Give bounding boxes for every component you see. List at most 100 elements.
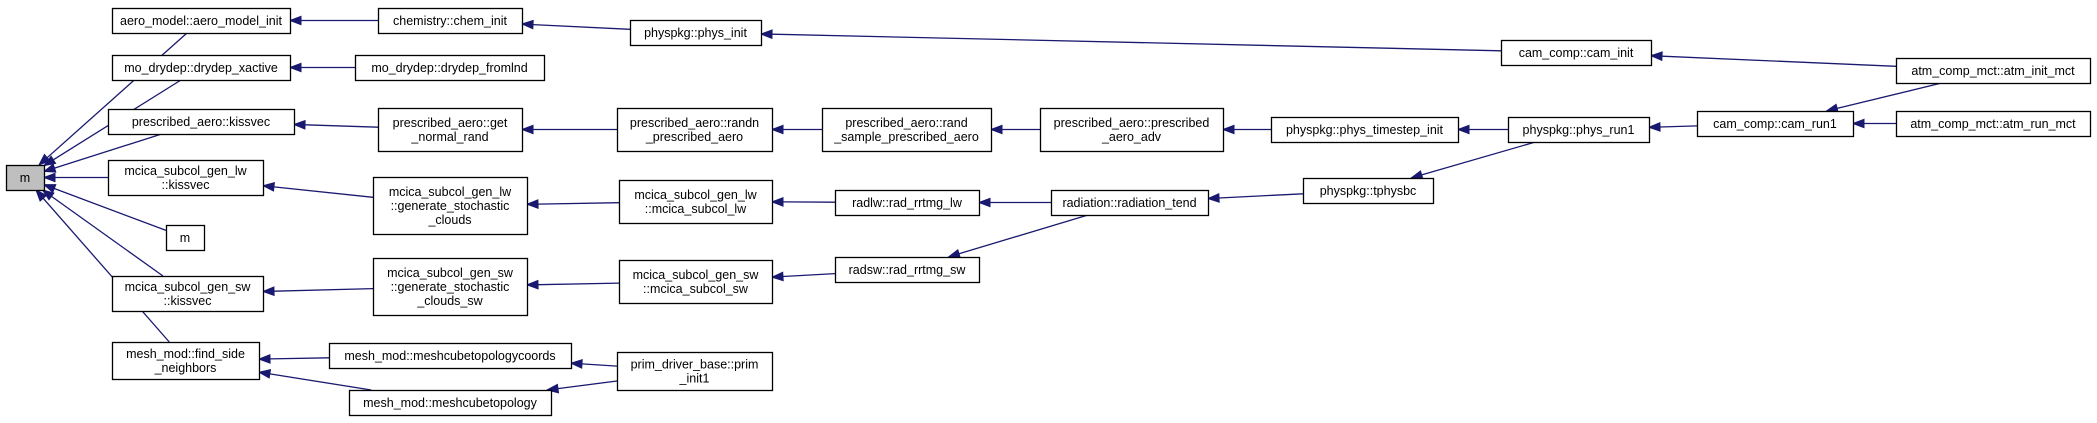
arrowhead-prescribed_aero_adv-to-rand_sample_prescribed_aero [989,124,1003,135]
node-label: mcica_subcol_gen_lw [389,185,512,199]
node-box [377,7,524,35]
node-label: atm_comp_mct::atm_run_mct [1910,117,2076,131]
arrowhead-radiation_tend-to-rad_rrtmg_sw [947,248,961,259]
node-box [354,54,546,82]
node-rad-rrtmg-lw[interactable]: radlw::rad_rrtmg_lw [834,189,981,217]
node-sw-generate[interactable]: mcica_subcol_gen_sw::generate_stochastic… [372,257,529,317]
node-label: prescribed_aero::prescribed [1054,116,1210,130]
edge-sw_generate-to-sw_kissvec [273,287,374,292]
node-lw-generate[interactable]: mcica_subcol_gen_lw::generate_stochastic… [372,176,529,236]
node-meshcubetopology[interactable]: mesh_mod::meshcubetopology [348,389,553,417]
node-box [1039,107,1225,153]
edge-prim_init1-to-meshcubetopologycoords [581,363,618,367]
node-meshcubetopologycoords[interactable]: mesh_mod::meshcubetopologycoords [328,342,573,370]
edge-phys_run1-to-tphysbc [1421,141,1536,176]
arrowhead-chem_init-to-aero_model_init [288,15,302,26]
arrowhead-cam_run1-to-phys_run1 [1647,122,1661,132]
edge-aero_model_init-to-m [46,32,188,159]
node-radiation-tend[interactable]: radiation::radiation_tend [1050,189,1210,217]
node-lw-mcica[interactable]: mcica_subcol_gen_lw::mcica_subcol_lw [618,179,774,225]
node-box [834,256,981,284]
node-box [111,275,265,313]
node-label: atm_comp_mct::atm_init_mct [1911,64,2075,78]
node-label: mcica_subcol_gen_sw [387,266,514,280]
node-drydep-xactive[interactable]: mo_drydep::drydep_xactive [111,54,292,82]
node-label: m [180,231,190,245]
node-box [107,108,296,136]
node-find-side-neighbors[interactable]: mesh_mod::find_side_neighbors [111,341,261,381]
edge-atm_init_mct-to-cam_init [1661,55,1897,67]
node-label: ::kissvec [164,294,212,308]
node-label: mo_drydep::drydep_xactive [124,61,278,75]
node-box [1895,57,2092,85]
node-atm-init-mct[interactable]: atm_comp_mct::atm_init_mct [1895,57,2092,85]
node-box [1895,110,2092,138]
arrowhead-rad_rrtmg_lw-to-lw_mcica [770,196,784,207]
node-chem-init[interactable]: chemistry::chem_init [377,7,524,35]
node-lw-kissvec[interactable]: mcica_subcol_gen_lw::kissvec [107,159,265,197]
arrowhead-lw_generate-to-lw_kissvec [261,182,275,192]
node-box [1270,116,1460,144]
node-label: radlw::rad_rrtmg_lw [852,196,963,210]
node-label: mcica_subcol_gen_lw [124,164,247,178]
node-cam-init[interactable]: cam_comp::cam_init [1500,39,1653,67]
node-box [1507,116,1651,144]
arrowhead-randn_prescribed_aero-to-get_normal_rand [520,124,534,135]
arrowhead-atm_init_mct-to-cam_init [1649,51,1663,62]
node-cam-run1[interactable]: cam_comp::cam_run1 [1696,110,1855,138]
node-label: prescribed_aero::get [393,116,508,130]
arrowhead-cam_init-to-phys_init [759,29,773,40]
edge-pa_kissvec-to-m [54,133,162,169]
node-label: _neighbors [154,361,217,375]
node-get-normal-rand[interactable]: prescribed_aero::get_normal_rand [377,107,524,153]
node-sw-kissvec[interactable]: mcica_subcol_gen_sw::kissvec [111,275,265,313]
node-box [616,351,774,392]
node-drydep-fromlnd[interactable]: mo_drydep::drydep_fromlnd [354,54,546,82]
nodes: m aero_model::aero_model_init chemistry::c… [5,7,2092,417]
node-rand-sample-prescribed-aero[interactable]: prescribed_aero::rand_sample_prescribed_… [821,107,993,153]
node-prescribed-aero-adv[interactable]: prescribed_aero::prescribed_aero_adv [1039,107,1225,153]
node-rad-rrtmg-sw[interactable]: radsw::rad_rrtmg_sw [834,256,981,284]
node-atm-run-mct[interactable]: atm_comp_mct::atm_run_mct [1895,110,2092,138]
node-label: prescribed_aero::randn [630,116,759,130]
node-randn-prescribed-aero[interactable]: prescribed_aero::randn_prescribed_aero [616,107,774,153]
node-label: physpkg::tphysbc [1320,184,1417,198]
node-phys-init[interactable]: physpkg::phys_init [629,19,763,47]
node-box [1500,39,1653,67]
arrowhead-get_normal_rand-to-pa_kissvec [292,119,306,130]
arrowhead-find_side_neighbors-to-m [35,188,48,202]
node-label: m [20,171,30,185]
node-box [5,164,46,192]
edge-tphysbc-to-radiation_tend [1218,193,1304,199]
node-tphysbc[interactable]: physpkg::tphysbc [1302,177,1435,205]
node-label: radiation::radiation_tend [1062,196,1196,210]
node-label: _aero_adv [1101,130,1162,144]
node-label: mesh_mod::meshcubetopologycoords [344,349,555,363]
node-box [821,107,993,153]
edge-sw_kissvec-to-m [51,195,164,277]
edge-get_normal_rand-to-pa_kissvec [304,124,379,128]
edge-meshcubetopology-to-find_side_neighbors [269,373,372,391]
node-box [1302,177,1435,205]
arrowhead-sw_generate-to-sw_kissvec [261,286,275,297]
node-label: radsw::rad_rrtmg_sw [849,263,967,277]
node-pa-kissvec[interactable]: prescribed_aero::kissvec [107,108,296,136]
node-m2[interactable]: m [165,224,206,252]
node-phys-timestep-init[interactable]: physpkg::phys_timestep_init [1270,116,1460,144]
node-box [616,107,774,153]
arrowhead-drydep_xactive-to-m [42,155,57,167]
node-phys-run1[interactable]: physpkg::phys_run1 [1507,116,1651,144]
arrowhead-rand_sample_prescribed_aero-to-randn_prescribed_aero [770,124,784,135]
node-label: mesh_mod::meshcubetopology [363,396,537,410]
node-m[interactable]: m [5,164,46,192]
node-sw-mcica[interactable]: mcica_subcol_gen_sw::mcica_subcol_sw [618,259,774,305]
node-aero-model-init[interactable]: aero_model::aero_model_init [111,7,292,35]
edge-lw_generate-to-lw_kissvec [273,186,374,198]
edge-lw_mcica-to-lw_generate [537,202,620,205]
node-box [107,159,265,197]
node-prim-init1[interactable]: prim_driver_base::prim_init1 [616,351,774,392]
arrowhead-radiation_tend-to-rad_rrtmg_lw [977,197,991,208]
arrowhead-aero_model_init-to-m [37,153,51,166]
arrowhead-phys_run1-to-phys_timestep_init [1456,124,1470,135]
node-label: physpkg::phys_init [644,26,747,40]
